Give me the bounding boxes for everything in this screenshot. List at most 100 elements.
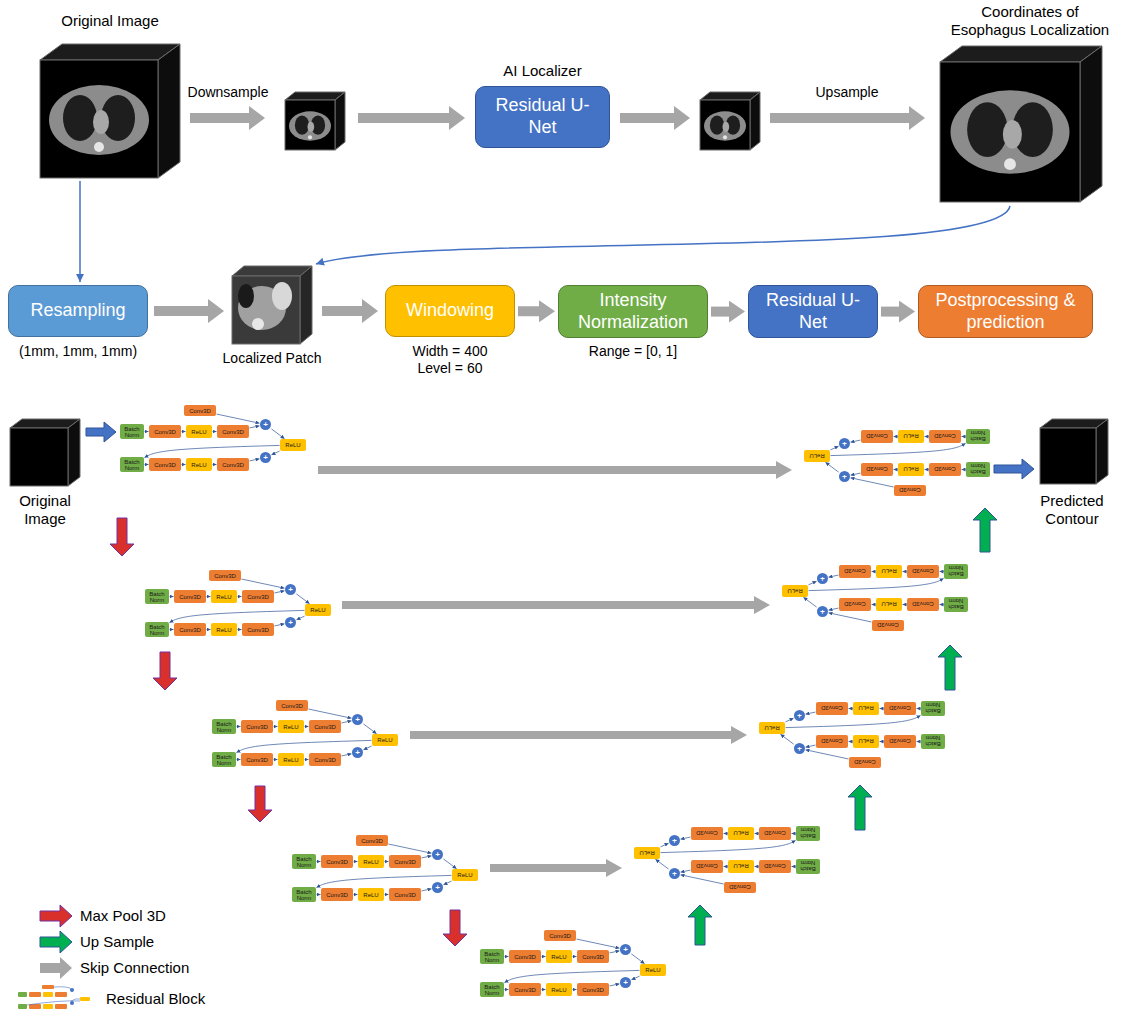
patch-volume — [300, 266, 312, 344]
io-arrow — [86, 422, 1034, 479]
layer-connector — [274, 759, 278, 760]
layer-connector — [831, 443, 966, 455]
layer-connector — [808, 581, 816, 585]
sum-circle: + — [432, 849, 443, 860]
layer-label: Conv3D — [764, 831, 786, 837]
legend-entry: Residual Block — [106, 990, 205, 1008]
layer-label: ReLU — [858, 706, 873, 712]
localizer-box: AI LocalizerResidual U-Net — [475, 62, 610, 148]
layer-label: Conv3D — [247, 627, 269, 633]
layer-connector — [213, 464, 217, 465]
max-pool-arrow — [248, 786, 272, 822]
label-holder: Original Image — [5, 492, 85, 528]
layer-label: Conv3D — [314, 757, 336, 763]
layer-label: Conv3D — [877, 623, 899, 629]
layer-label: Batch Norm — [945, 566, 967, 578]
layer-label: + — [672, 837, 677, 845]
conv3d-box: Conv3D — [509, 983, 541, 996]
layer-connector — [274, 591, 284, 593]
box-label: Windowing — [406, 300, 494, 322]
layer-label: Conv3D — [281, 703, 303, 709]
relu-box: ReLU — [898, 463, 924, 476]
flow-arrow — [518, 306, 544, 316]
conv3d-box: Conv3D — [907, 598, 939, 611]
ct-volume-small — [335, 92, 345, 150]
layer-label: Conv3D — [246, 757, 268, 763]
layer-label: ReLU — [310, 607, 325, 613]
box-label: Postprocessing & prediction — [931, 290, 1080, 333]
layer-label: + — [842, 473, 847, 481]
layer-label: ReLU — [903, 434, 918, 440]
max-pool-arrow — [153, 652, 177, 690]
layer-label: ReLU — [363, 892, 378, 898]
skip-connection-arrow — [490, 859, 622, 877]
layer-connector — [385, 861, 389, 862]
patch-volume — [232, 266, 312, 344]
layer-label: Batch Norm — [121, 426, 143, 438]
skip-connection-arrow — [318, 461, 792, 479]
input-volume — [10, 419, 80, 486]
resampling-box: Resampling — [8, 285, 148, 337]
conv3d-box: Conv3D — [174, 590, 206, 603]
layer-connector — [238, 629, 242, 630]
layer-label: Conv3D — [821, 739, 843, 745]
relu-box: ReLU — [186, 425, 212, 438]
postprocessing-box: Postprocessing & prediction — [918, 285, 1093, 338]
ct-volume — [940, 62, 1080, 202]
layer-label: ReLU — [787, 588, 802, 594]
conv3d-box: Conv3D — [544, 930, 576, 941]
batch-norm-box: Batch Norm — [145, 622, 169, 637]
ct-volume — [1080, 46, 1102, 202]
layer-label: + — [623, 979, 628, 987]
layer-label: Conv3D — [314, 724, 336, 730]
flow-arrow — [711, 307, 734, 317]
sum-circle: + — [285, 584, 296, 595]
label-holder: Upsample — [797, 84, 897, 101]
layer-connector — [354, 861, 358, 862]
legend-sample — [40, 957, 72, 979]
layer-connector — [792, 833, 796, 834]
relu-box: ReLU — [546, 950, 572, 963]
layer-connector — [755, 866, 759, 867]
ct-volume-small — [285, 92, 345, 150]
layer-label: Conv3D — [866, 467, 888, 473]
layer-label: Conv3D — [729, 885, 751, 891]
residual-block-icon — [18, 992, 27, 997]
layer-label: ReLU — [216, 594, 231, 600]
layer-connector — [828, 613, 871, 622]
layer-connector — [660, 843, 668, 847]
legend-text: Residual Block — [106, 990, 205, 1008]
relu-box: ReLU — [853, 702, 879, 715]
legend-sample — [40, 931, 72, 953]
layer-connector — [803, 597, 816, 607]
sum-circle: + — [794, 743, 805, 754]
residual-block-icon — [55, 992, 67, 997]
layer-label: Conv3D — [189, 408, 211, 414]
layer-connector — [825, 462, 838, 472]
layer-connector — [305, 759, 309, 760]
conv3d-box: Conv3D — [816, 735, 848, 748]
downsample-arrow — [190, 106, 265, 130]
layer-connector — [296, 594, 309, 604]
batch-norm-box: Batch Norm — [796, 826, 820, 841]
residual-block-icon — [18, 985, 90, 1009]
layer-connector — [207, 629, 211, 630]
label-holder: Original Image — [35, 12, 185, 30]
layer-label: Batch Norm — [481, 984, 503, 996]
layer-label: Conv3D — [866, 434, 888, 440]
annotation-label: Range = [0, 1] — [568, 343, 698, 360]
conv3d-box: Conv3D — [321, 855, 353, 868]
relu-box: ReLU — [186, 458, 212, 471]
relu-box: ReLU — [278, 753, 304, 766]
layer-label: Conv3D — [222, 429, 244, 435]
layer-connector — [249, 459, 259, 461]
flow-arrow — [620, 106, 690, 130]
conv3d-box: Conv3D — [577, 983, 609, 996]
up-sample-arrow — [688, 508, 997, 945]
sum-circle: + — [620, 944, 631, 955]
layer-label: ReLU — [733, 831, 748, 837]
legend-entry: Max Pool 3D — [80, 907, 166, 925]
layer-label: ReLU — [858, 739, 873, 745]
layer-connector — [925, 469, 929, 470]
